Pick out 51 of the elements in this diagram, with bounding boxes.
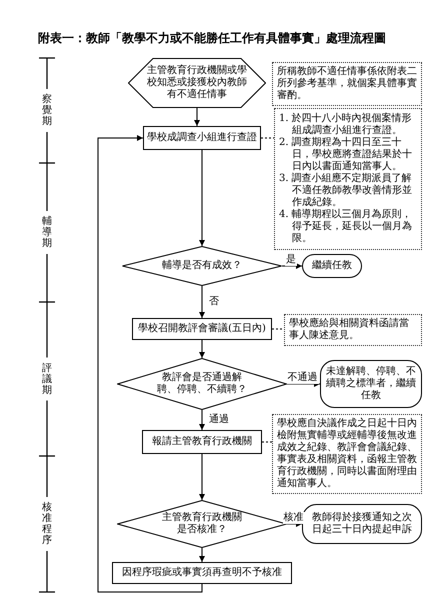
edge-label: 否 (208, 296, 220, 308)
decision-diamond (122, 246, 282, 286)
terminal-box (302, 254, 362, 278)
phase-label: 核准程序 (42, 502, 52, 546)
note-box (274, 108, 422, 250)
phase-label: 察覺期 (42, 94, 52, 127)
step-text: 因程序瑕疵或事實須再查明不予核准 (122, 567, 282, 579)
step-text: 教評會是否通過解聘、停聘、不續聘？ (156, 372, 248, 396)
step-text: 主管教育行政機關是否核准？ (161, 512, 243, 536)
arrow (199, 286, 205, 318)
note-text: 1. 於四十八小時內視個案情形組成調查小組進行查證。 (279, 113, 413, 136)
arrow (199, 340, 205, 358)
start-hexagon (128, 58, 266, 108)
note-text: 3. 調查小組應不定期派員了解不適任教師教學改善情形並作成紀錄。 (279, 173, 413, 208)
dashed-connector (272, 328, 284, 330)
arrow (194, 108, 200, 126)
title: 附表一：教師「教學不力或不能勝任工作有具體事實」處理流程圖 (37, 30, 387, 47)
step-text: 輔導是否有成效？ (161, 260, 243, 272)
note-text: 學校應自決議作成之日起十日內檢附無實輔導或經輔導後無改進成效之紀錄、教評會會議紀錄、事實表及相關資料，函報主管教育行政機關，同時以書面附理由通知當事人。 (277, 418, 417, 490)
arrow (199, 454, 205, 500)
arrow (199, 410, 205, 430)
process-box (142, 430, 262, 454)
step-text: 學校召開教評會審議(五日內) (138, 323, 266, 335)
phase-label: 輔導期 (42, 216, 52, 249)
step-text: 教師得於接獲通知之次日起三十日內提起申訴 (311, 512, 413, 536)
note-text: 所稱教師不適任情事係依附表二所列參考基準，就個案具體事實審酌。 (277, 66, 417, 102)
edge-label: 核准 (282, 512, 304, 524)
step-text: 報請主管教育行政機關 (152, 436, 252, 448)
arrow (282, 263, 302, 269)
arrow (199, 548, 205, 562)
step-text: 主管教育行政機關或學校知悉或接獲校內教師有不適任情事 (146, 65, 248, 101)
step-text: 未達解聘、停聘、不續聘之標準者，繼續任教 (325, 366, 417, 402)
arrow (98, 135, 202, 592)
note-text: 學校應給與相關資料函請當事人陳述意見。 (289, 318, 410, 342)
process-box (132, 318, 272, 340)
arrow (286, 521, 302, 527)
arrow (199, 150, 205, 246)
phase-label: 評議期 (42, 362, 52, 396)
decision-diamond (117, 358, 287, 410)
edge-label: 是 (285, 254, 297, 266)
note-text: 4. 輔導期程以三個月為原則，得予延長，延長以一個月為限。 (279, 209, 413, 245)
note-box (284, 314, 422, 346)
step-text: 繼續任教 (311, 260, 353, 272)
edge-label: 通過 (208, 414, 230, 426)
note-text: 2. 調查期程為十四日至三十日，學校應將查證結果於十日內以書面通知當事人。 (279, 137, 413, 172)
edge-label: 不通過 (286, 372, 318, 384)
terminal-box (320, 360, 422, 408)
step-text: 學校成調查小組進行查證 (147, 132, 257, 144)
process-box (112, 562, 292, 584)
terminal-box (302, 504, 422, 544)
process-box (143, 126, 261, 150)
